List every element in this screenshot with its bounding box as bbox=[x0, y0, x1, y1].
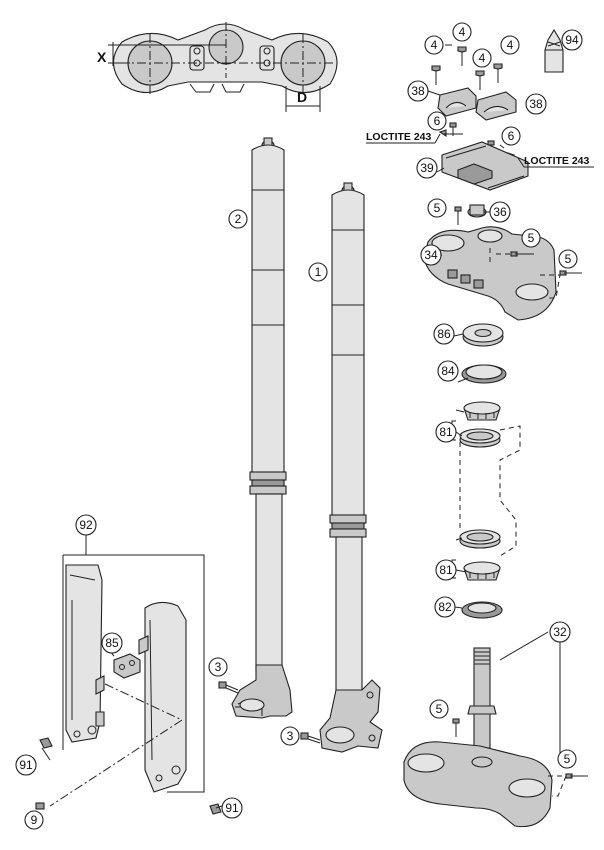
fork-leg-1 bbox=[319, 182, 383, 753]
callout-86: 86 bbox=[437, 327, 451, 341]
callout-3-lower: 3 bbox=[287, 729, 294, 743]
loctite-243-right-label: LOCTITE 243 bbox=[524, 155, 590, 167]
bearing-81-lower bbox=[463, 561, 501, 581]
callout-91-right: 91 bbox=[225, 801, 239, 815]
spacer-86 bbox=[462, 323, 504, 347]
clamp-cap-38-right bbox=[475, 91, 517, 121]
callout-4-d: 4 bbox=[507, 38, 514, 52]
callout-34: 34 bbox=[424, 248, 438, 262]
upper-triple-clamp-34 bbox=[423, 204, 582, 321]
callout-85: 85 bbox=[105, 636, 119, 650]
bearing-81-upper bbox=[463, 401, 501, 421]
fork-guards-group bbox=[35, 535, 222, 815]
callout-6-left: 6 bbox=[434, 114, 441, 128]
callout-9: 9 bbox=[31, 813, 38, 827]
callout-5-upper-mid: 5 bbox=[528, 231, 535, 245]
callout-4-b: 4 bbox=[459, 25, 466, 39]
callout-1: 1 bbox=[315, 265, 322, 279]
callout-82: 82 bbox=[438, 600, 452, 614]
callout-38-left: 38 bbox=[411, 84, 425, 98]
dimension-x-label: X bbox=[97, 49, 107, 65]
handlebar-base-39 bbox=[441, 141, 529, 191]
callouts: 2 1 3 3 4 4 4 4 94 38 38 6 6 LOCTITE 243… bbox=[15, 22, 594, 830]
bearing-race-upper bbox=[459, 428, 501, 448]
clamp-cap-38-left bbox=[437, 87, 477, 117]
callout-5-upper-left: 5 bbox=[434, 201, 441, 215]
seal-84 bbox=[461, 364, 507, 384]
callout-5-upper-right: 5 bbox=[565, 252, 572, 266]
callout-39: 39 bbox=[420, 161, 434, 175]
callout-6-right: 6 bbox=[508, 129, 515, 143]
callout-3-upper: 3 bbox=[215, 660, 222, 674]
triple-clamp-top-view: X D bbox=[97, 22, 338, 112]
fork-leg-2 bbox=[231, 137, 293, 719]
steering-stem-32 bbox=[403, 631, 588, 828]
bolt-3-lower bbox=[300, 732, 321, 744]
bolts-4-group bbox=[431, 46, 503, 90]
callout-81-upper: 81 bbox=[439, 425, 453, 439]
callout-84: 84 bbox=[441, 364, 455, 378]
callout-81-lower: 81 bbox=[439, 563, 453, 577]
callout-4-a: 4 bbox=[431, 38, 438, 52]
callout-36: 36 bbox=[493, 205, 507, 219]
callout-38-right: 38 bbox=[529, 97, 543, 111]
frame-headstock-outline bbox=[459, 425, 521, 557]
seal-82 bbox=[461, 601, 503, 619]
callout-91-left: 91 bbox=[19, 758, 33, 772]
bearing-race-lower bbox=[459, 529, 501, 549]
bolt-3-upper bbox=[218, 681, 239, 694]
callout-5-lower-right: 5 bbox=[564, 752, 571, 766]
loctite-bottle bbox=[544, 28, 564, 73]
callout-94: 94 bbox=[565, 33, 579, 47]
loctite-243-left-label: LOCTITE 243 bbox=[366, 131, 432, 143]
callout-5-lower-left: 5 bbox=[436, 702, 443, 716]
callout-32: 32 bbox=[553, 625, 567, 639]
callout-92: 92 bbox=[79, 518, 93, 532]
callout-2: 2 bbox=[235, 212, 242, 226]
callout-4-c: 4 bbox=[479, 51, 486, 65]
dimension-d-label: D bbox=[297, 89, 307, 105]
